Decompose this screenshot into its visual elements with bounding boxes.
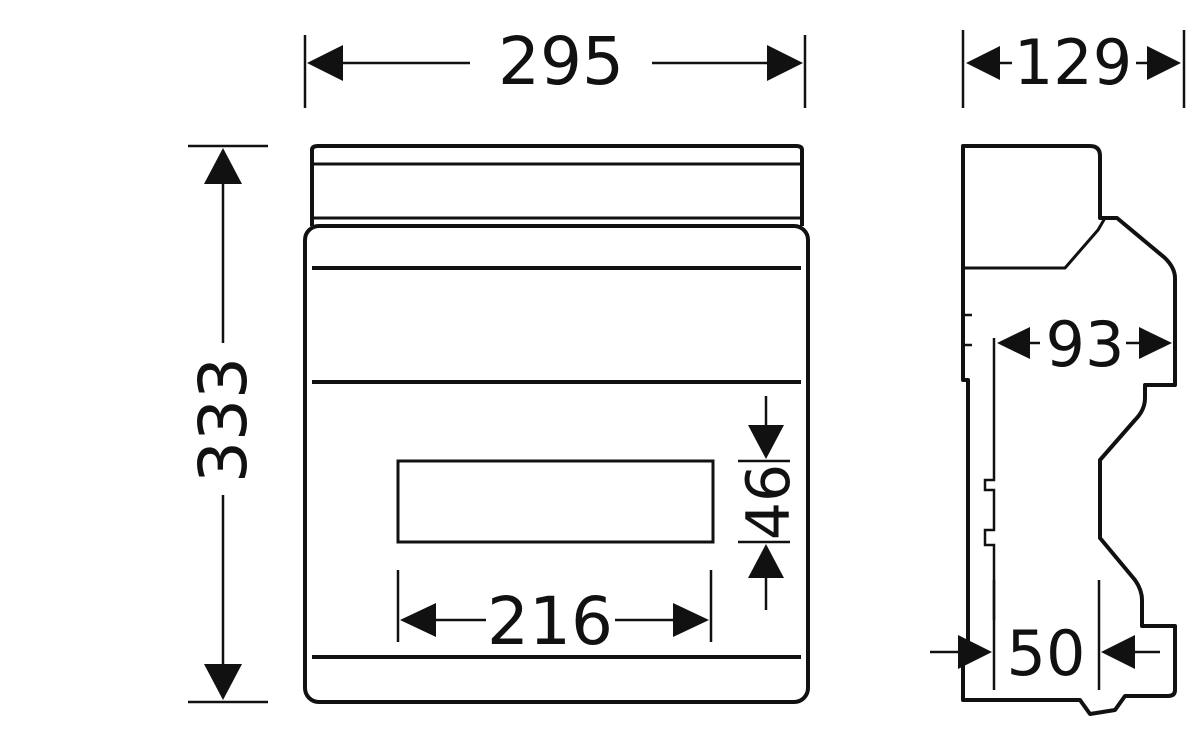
dimension-height: 333 xyxy=(185,144,268,704)
height-label: 333 xyxy=(185,357,262,483)
front-view: 295 333 216 xyxy=(185,23,810,704)
inner-depth-label: 93 xyxy=(1046,308,1125,381)
side-profile xyxy=(961,144,1177,716)
dimension-window-width: 216 xyxy=(396,570,713,660)
dimension-bottom-depth: 50 xyxy=(930,580,1160,690)
window-width-label: 216 xyxy=(487,583,613,660)
depth-label: 129 xyxy=(1014,26,1132,99)
bottom-depth-label: 50 xyxy=(1007,617,1086,690)
side-view: 129 93 50 xyxy=(930,26,1186,716)
viewing-window xyxy=(396,459,715,544)
width-label: 295 xyxy=(498,23,624,100)
dimension-width: 295 xyxy=(303,23,807,108)
enclosure-lid xyxy=(310,144,804,226)
dimension-window-height: 46 xyxy=(734,396,804,610)
window-height-label: 46 xyxy=(734,464,804,540)
dimension-depth: 129 xyxy=(961,26,1186,108)
dimension-inner-depth: 93 xyxy=(997,308,1172,381)
enclosure-body xyxy=(303,224,810,704)
